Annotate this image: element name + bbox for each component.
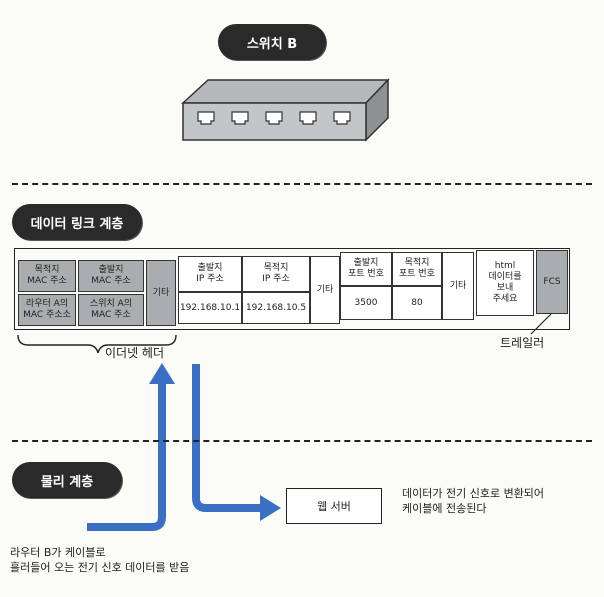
ethernet-header-caption: 이더넷 헤더 — [105, 346, 165, 360]
ip-other: 기타 — [310, 256, 340, 324]
dest-ip-value: 192.168.10.5 — [242, 292, 310, 324]
trailer-caption: 트레일러 — [500, 336, 545, 350]
switch-a-mac-value: 스위치 A의 MAC 주소 — [78, 294, 144, 326]
ethernet-header-brace — [17, 334, 177, 354]
dest-port-header: 목적지 포트 번호 — [392, 252, 442, 286]
datalink-layer-label: 데이터 링크 계층 — [12, 204, 142, 240]
ethernet-other: 기타 — [146, 260, 176, 326]
received-note: 라우터 B가 케이블로 흘러들어 오는 전기 신호 데이터를 받음 — [10, 546, 190, 574]
web-server-box: 웹 서버 — [286, 488, 382, 524]
html-data: html 데이터를 보내 주세요 — [476, 250, 534, 316]
received-arrow — [87, 382, 166, 531]
src-port-header: 출발지 포트 번호 — [340, 252, 392, 286]
fcs-trailer: FCS — [536, 250, 568, 314]
physical-layer-label: 물리 계층 — [12, 462, 122, 498]
send-arrow — [192, 364, 262, 512]
src-port-value: 3500 — [340, 286, 392, 320]
divider-top — [12, 183, 592, 185]
frame-outline — [14, 248, 570, 330]
divider-bottom — [12, 440, 592, 442]
trailer-pointer — [530, 313, 552, 335]
dest-mac-header: 목적지 MAC 주소 — [18, 260, 76, 292]
src-mac-header: 출발지 MAC 주소 — [78, 260, 144, 292]
dest-port-value: 80 — [392, 286, 442, 320]
tcp-other: 기타 — [442, 252, 474, 320]
src-ip-header: 출발지 IP 주소 — [178, 256, 242, 292]
router-a-mac-value: 라우터 A의 MAC 주소소 — [18, 294, 76, 326]
converted-note: 데이터가 전기 신호로 변환되어 케이블에 전송된다 — [402, 487, 545, 515]
dest-ip-header: 목적지 IP 주소 — [242, 256, 310, 292]
src-ip-value: 192.168.10.1 — [178, 292, 242, 324]
switch-b-label: 스위치 B — [218, 24, 326, 60]
